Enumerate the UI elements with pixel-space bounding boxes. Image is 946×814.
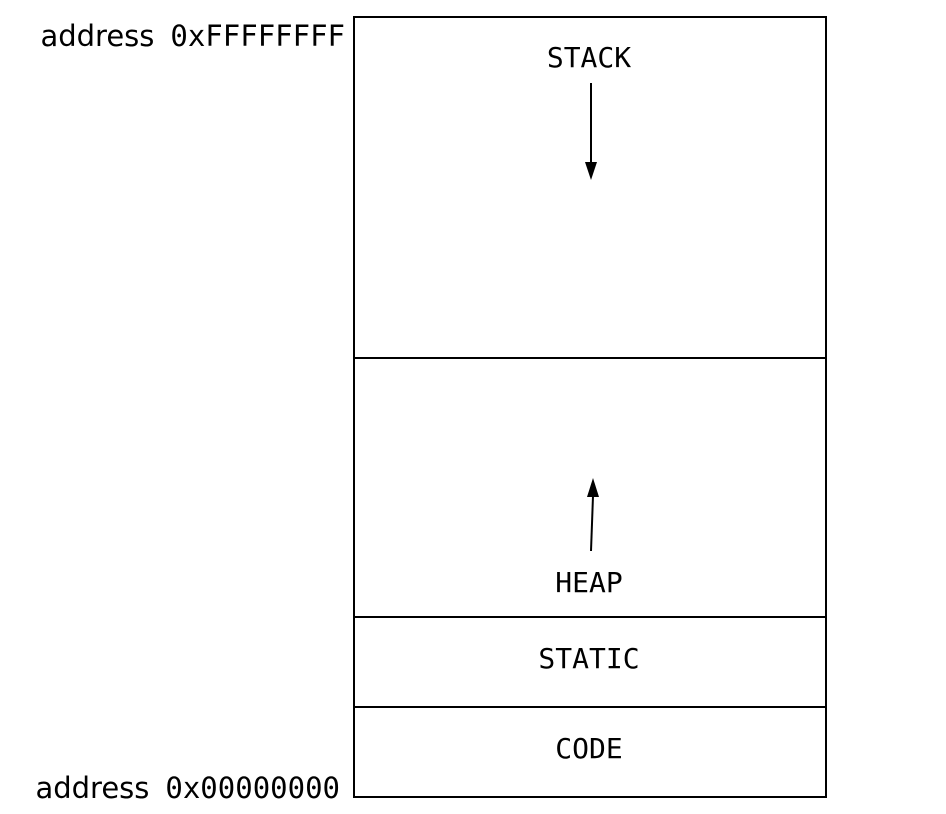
top-address-word: address <box>40 19 154 53</box>
heap-arrow-shaft <box>590 495 594 552</box>
code-label: CODE <box>555 732 622 765</box>
top-address-hex: 0xFFFFFFFF <box>170 19 345 53</box>
bottom-address-hex: 0x00000000 <box>165 771 340 805</box>
stack-arrow-head <box>585 162 597 180</box>
bottom-address-word: address <box>35 771 149 805</box>
bottom-address-label: address 0x00000000 <box>35 771 340 805</box>
stack-growth-arrow-down <box>585 83 597 180</box>
heap-label: HEAP <box>555 566 622 599</box>
heap-growth-arrow-up <box>587 478 599 552</box>
heap-arrow-head <box>587 478 599 497</box>
top-address-label: address 0xFFFFFFFF <box>40 19 345 53</box>
stack-label: STACK <box>547 41 631 74</box>
static-label: STATIC <box>538 642 639 675</box>
